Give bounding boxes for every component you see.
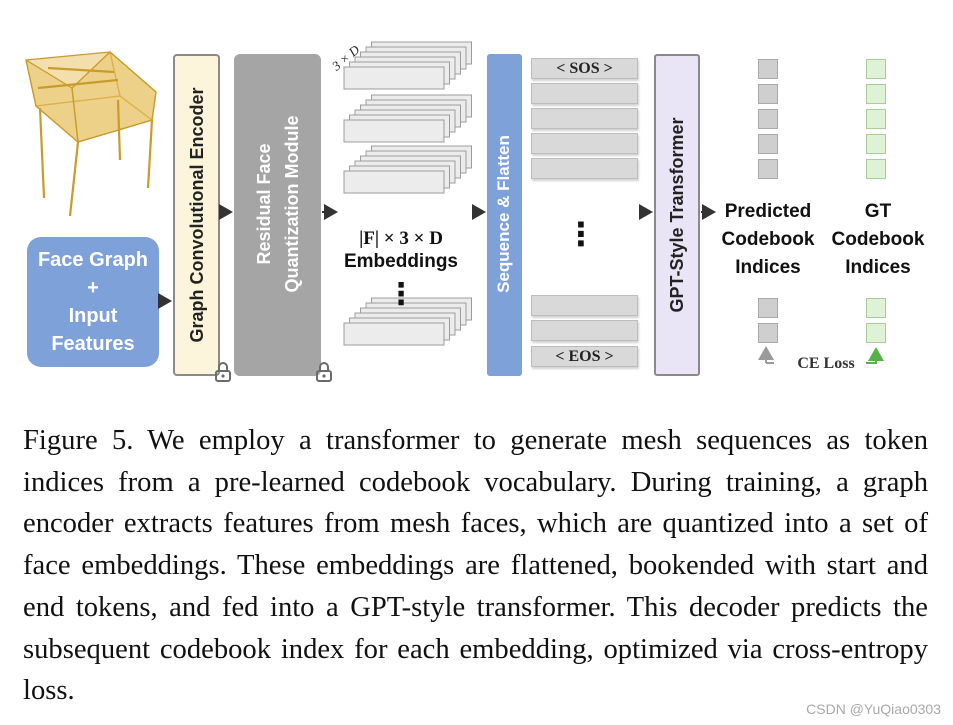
predicted-index-square — [758, 298, 778, 318]
predicted-index-square — [758, 323, 778, 343]
input-box-line: + — [87, 277, 99, 299]
embedding-layer — [343, 66, 445, 90]
sequence-token — [531, 83, 638, 104]
embedding-stacks — [343, 41, 472, 346]
sequence-token — [531, 320, 638, 341]
watermark: CSDN @YuQiao0303 — [806, 701, 941, 717]
gt-index-square — [866, 84, 886, 104]
transformer-box: GPT-Style Transformer — [654, 54, 700, 376]
input-box-line: Input — [68, 305, 118, 327]
token-ellipsis: ⋮ — [565, 216, 597, 252]
predicted-index-square — [758, 159, 778, 179]
sos-token: < SOS > — [531, 58, 638, 79]
embedding-ellipsis: ⋮ — [386, 278, 416, 311]
gt-indices-label: GT — [864, 201, 892, 222]
sequence-token — [531, 133, 638, 154]
sequence-flatten-label: Sequence & Flatten — [494, 135, 513, 293]
sequence-token — [531, 108, 638, 129]
transformer-label: GPT-Style Transformer — [667, 117, 687, 313]
gt-index-square — [866, 134, 886, 154]
gt-index-square — [866, 159, 886, 179]
method-figure: Face Graph + Input Features Graph Convol… — [25, 41, 925, 382]
sequence-token — [531, 295, 638, 316]
embedding-size-label: |F| × 3 × D — [359, 228, 443, 249]
predicted-indices-label: Predicted — [724, 201, 812, 222]
predicted-indices-label: Codebook — [721, 229, 815, 250]
gt-index-square — [866, 109, 886, 129]
embeddings-caption: Embeddings — [343, 251, 458, 272]
lock-icon — [215, 362, 231, 382]
gt-index-square — [866, 298, 886, 318]
quantization-module-box: Residual Face Quantization Module — [234, 54, 321, 376]
eos-token: < EOS > — [531, 346, 638, 367]
predicted-index-square — [758, 134, 778, 154]
ce-loss-right-arrow — [866, 347, 884, 364]
embedding-stack — [343, 145, 472, 194]
caption-text: Figure 5. We employ a transformer to gen… — [23, 425, 928, 707]
gt-indices-label: Indices — [845, 257, 911, 278]
lock-icon — [316, 362, 332, 382]
sequence-flatten-box: Sequence & Flatten — [487, 54, 522, 376]
embedding-stack — [343, 297, 472, 346]
eos-token-label: < EOS > — [555, 348, 614, 365]
sequence-token — [531, 158, 638, 179]
input-features-box: Face Graph + Input Features — [27, 237, 159, 367]
chair-mesh-icon — [25, 51, 157, 217]
predicted-indices-label: Indices — [735, 257, 801, 278]
gt-index-square — [866, 323, 886, 343]
embedding-layer — [343, 170, 445, 194]
predicted-index-square — [758, 59, 778, 79]
figure-caption: Figure 5. We employ a transformer to gen… — [23, 420, 928, 712]
sos-token-label: < SOS > — [556, 60, 613, 77]
pipeline-arrows — [158, 41, 884, 364]
input-box-line: Features — [51, 333, 135, 355]
embedding-layer — [343, 119, 445, 143]
input-box-line: Face Graph — [37, 249, 149, 271]
embedding-stack — [343, 41, 472, 90]
gt-indices-label: Codebook — [831, 229, 925, 250]
ce-loss-label: CE Loss — [797, 355, 855, 372]
predicted-index-square — [758, 84, 778, 104]
embedding-stack — [343, 94, 472, 143]
predicted-index-square — [758, 109, 778, 129]
embedding-layer — [343, 322, 445, 346]
gt-index-square — [866, 59, 886, 79]
